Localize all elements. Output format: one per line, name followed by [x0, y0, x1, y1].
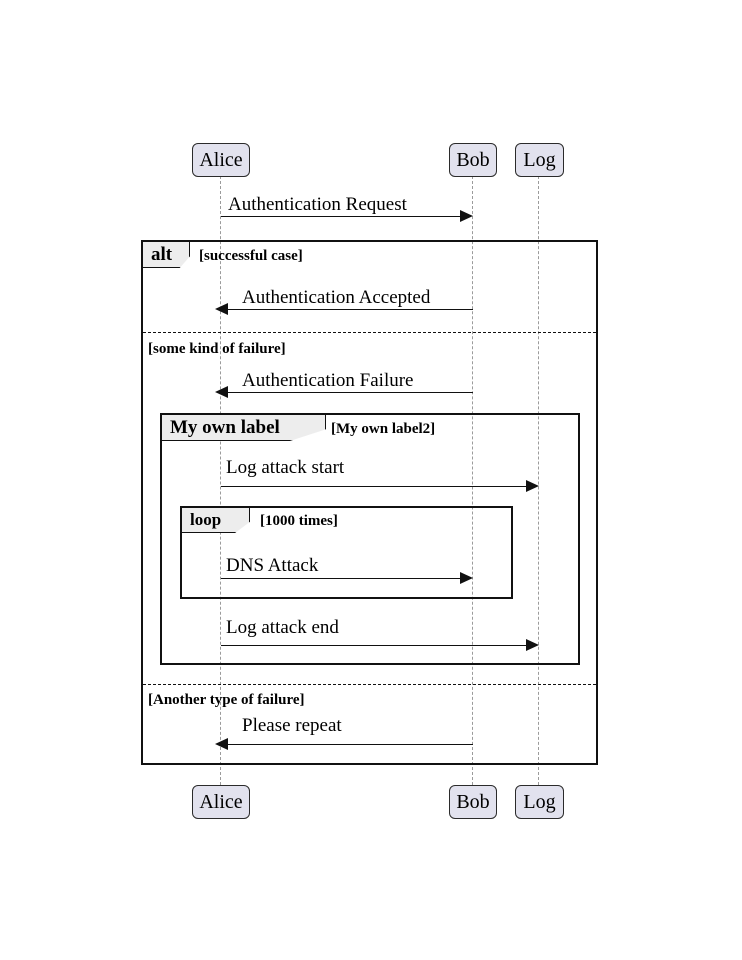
fragment-loop-operator-label: loop: [190, 510, 222, 529]
participant-bob-top-label: Bob: [456, 149, 490, 171]
message-line-dns-attack: [221, 578, 467, 579]
message-arrowhead-authentication-request: [460, 210, 473, 222]
fragment-alt[interactable]: [141, 240, 598, 765]
message-arrowhead-please-repeat: [215, 738, 228, 750]
participant-alice-bottom[interactable]: Alice: [192, 785, 250, 819]
message-line-log-attack-end: [221, 645, 533, 646]
fragment-alt-guard-2: [some kind of failure]: [148, 341, 286, 357]
message-arrowhead-log-attack-start: [526, 480, 539, 492]
fragment-alt-divider-1: [143, 332, 596, 333]
participant-alice-top-label: Alice: [199, 149, 243, 171]
fragment-my-own-label[interactable]: [160, 413, 580, 665]
message-arrowhead-authentication-failure: [215, 386, 228, 398]
fragment-loop-guard-1: [1000 times]: [260, 513, 338, 529]
lifeline-alice: [220, 176, 221, 785]
fragment-alt-operator-label: alt: [151, 244, 173, 265]
participant-bob-bottom[interactable]: Bob: [449, 785, 497, 819]
message-arrowhead-dns-attack: [460, 572, 473, 584]
message-label-log-attack-end: Log attack end: [226, 617, 339, 638]
message-label-authentication-failure: Authentication Failure: [242, 370, 414, 391]
message-arrowhead-authentication-accepted: [215, 303, 228, 315]
fragment-my-own-label-operator-label: My own label: [170, 417, 280, 438]
participant-log-bottom-label: Log: [523, 791, 556, 813]
message-label-authentication-accepted: Authentication Accepted: [242, 287, 431, 308]
participant-alice-bottom-label: Alice: [199, 791, 243, 813]
message-line-authentication-failure: [227, 392, 473, 393]
message-label-dns-attack: DNS Attack: [226, 555, 319, 576]
message-line-authentication-request: [221, 216, 467, 217]
fragment-alt-guard-1: [successful case]: [199, 248, 303, 264]
participant-log-bottom[interactable]: Log: [515, 785, 564, 819]
message-label-authentication-request: Authentication Request: [228, 194, 407, 215]
message-line-log-attack-start: [221, 486, 533, 487]
fragment-my-own-label-operator-tab: My own label: [162, 415, 326, 441]
participant-alice-top[interactable]: Alice: [192, 143, 250, 177]
message-line-please-repeat: [227, 744, 473, 745]
fragment-alt-guard-3: [Another type of failure]: [148, 692, 305, 708]
lifeline-bob: [472, 176, 473, 785]
fragment-loop-operator-tab: loop: [182, 508, 250, 533]
message-label-log-attack-start: Log attack start: [226, 457, 345, 478]
participant-log-top[interactable]: Log: [515, 143, 564, 177]
fragment-alt-operator-tab: alt: [143, 242, 190, 268]
message-arrowhead-log-attack-end: [526, 639, 539, 651]
participant-log-top-label: Log: [523, 149, 556, 171]
participant-bob-top[interactable]: Bob: [449, 143, 497, 177]
message-line-authentication-accepted: [227, 309, 473, 310]
fragment-my-own-label-guard-1: [My own label2]: [331, 421, 436, 437]
participant-bob-bottom-label: Bob: [456, 791, 490, 813]
message-label-please-repeat: Please repeat: [242, 715, 342, 736]
fragment-loop[interactable]: [180, 506, 513, 599]
fragment-alt-divider-2: [143, 684, 596, 685]
